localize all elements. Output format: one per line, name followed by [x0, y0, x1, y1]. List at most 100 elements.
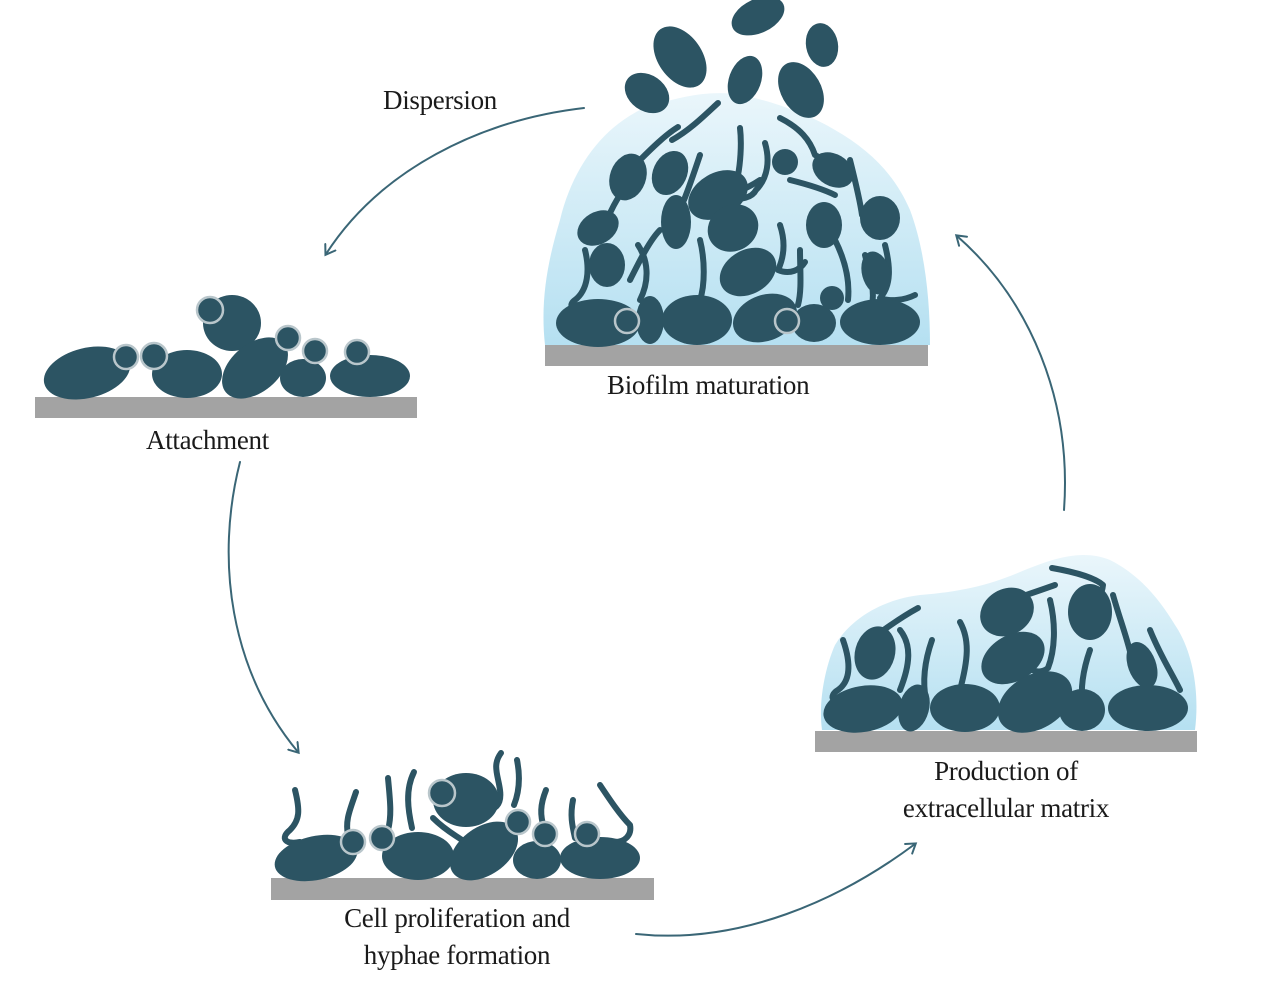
bud-cell: [339, 828, 367, 856]
hypha: [735, 125, 744, 178]
yeast-cell: [513, 841, 561, 879]
stage-label-matrix: Production of extracellular matrix: [856, 753, 1156, 827]
hypha: [795, 247, 804, 308]
bud-cell: [301, 337, 329, 365]
stage-matrix-illustration: [815, 555, 1197, 752]
hypha: [877, 242, 918, 304]
yeast-cell: [222, 337, 288, 399]
yeast-cell: [840, 299, 920, 345]
substrate: [35, 397, 417, 418]
hypha: [430, 815, 465, 843]
stage-label-proliferation: Cell proliferation and hyphae formation: [307, 900, 607, 974]
hypha: [1147, 627, 1183, 693]
yeast-cell: [651, 150, 689, 196]
bud-cell: [427, 778, 457, 808]
yeast-cell: [806, 202, 842, 248]
yeast-cell: [997, 671, 1073, 733]
arrow-matrix-to-maturation: [954, 234, 1066, 511]
arrow-dispersion-to-attachment: [324, 107, 585, 257]
yeast-cell: [280, 359, 326, 397]
dispersed-cell: [805, 23, 839, 67]
yeast-cell: [449, 821, 519, 881]
yeast-cell: [43, 346, 131, 400]
bud-cell: [112, 343, 140, 371]
stage-label-maturation: Biofilm maturation: [607, 370, 810, 400]
yeast-cell: [636, 296, 664, 344]
bud-cell: [139, 341, 169, 371]
hypha: [635, 242, 650, 303]
dispersed-cell: [778, 62, 824, 118]
yeast-cell: [981, 631, 1045, 685]
yeast-cell: [854, 626, 896, 680]
yeast-cell: [980, 587, 1034, 637]
yeast-cell: [860, 196, 900, 240]
hypha: [344, 789, 359, 838]
arrow-attachment-to-proliferation: [227, 461, 300, 755]
yeast-cell: [772, 149, 798, 175]
yeast-cell: [1059, 689, 1105, 731]
hypha: [681, 152, 703, 203]
arrow-proliferation-to-matrix: [635, 842, 918, 937]
yeast-cell: [719, 247, 777, 297]
yeast-cell: [820, 286, 844, 310]
yeast-cell: [898, 684, 930, 732]
stage-label-matrix-line2: extracellular matrix: [902, 793, 1110, 823]
yeast-cell: [560, 837, 640, 879]
bud-cell: [343, 338, 371, 366]
yeast-cell: [823, 685, 903, 733]
hypha: [281, 787, 303, 846]
hypha: [897, 627, 912, 693]
bud-cell: [504, 808, 532, 836]
hypha: [597, 782, 634, 845]
stage-label-proliferation-line2: hyphae formation: [363, 940, 551, 970]
hypha: [832, 237, 852, 303]
dispersed-cell: [653, 26, 707, 88]
hypha: [385, 775, 394, 833]
bud-cell: [531, 820, 559, 848]
yeast-cell: [792, 304, 836, 342]
hypha: [669, 100, 721, 143]
hypha: [627, 227, 663, 283]
stage-label-proliferation-line1: Cell proliferation and: [344, 903, 570, 933]
hypha: [637, 124, 681, 163]
stage-label-attachment: Attachment: [146, 425, 269, 455]
yeast-cell: [812, 152, 854, 188]
dispersed-cell: [727, 55, 763, 105]
hypha: [957, 619, 970, 693]
hypha: [511, 757, 522, 808]
stage-proliferation-illustration: [271, 750, 654, 900]
yeast-cell: [1108, 685, 1188, 731]
transition-label-dispersion: Dispersion: [383, 85, 497, 115]
yeast-cell: [662, 295, 732, 345]
yeast-cell: [861, 251, 891, 295]
substrate: [815, 731, 1197, 752]
yeast-cell: [152, 350, 222, 398]
stage-maturation-illustration: [543, 0, 930, 366]
bud-cell: [274, 324, 302, 352]
yeast-cell: [577, 210, 619, 246]
bud-cell: [773, 307, 801, 335]
yeast-cell: [707, 204, 759, 252]
yeast-cell: [382, 832, 454, 880]
dispersed-cell: [624, 72, 670, 114]
substrate: [271, 878, 654, 900]
yeast-cell: [330, 355, 410, 397]
yeast-cell: [1126, 641, 1158, 689]
substrate: [545, 345, 928, 366]
bud-cell: [195, 295, 225, 325]
bud-cell: [573, 820, 601, 848]
stage-label-matrix-line1: Production of: [934, 756, 1078, 786]
stage-attachment-illustration: [35, 295, 417, 418]
yeast-cell: [930, 684, 1000, 732]
yeast-cell: [589, 243, 625, 287]
dispersed-cell: [731, 0, 785, 36]
bud-cell: [368, 824, 396, 852]
hypha: [405, 769, 417, 831]
yeast-cell: [1068, 584, 1112, 640]
yeast-cell: [661, 195, 691, 249]
bud-cell: [613, 307, 641, 335]
yeast-cell: [609, 153, 647, 201]
yeast-cell: [274, 834, 358, 882]
hypha: [787, 177, 838, 198]
